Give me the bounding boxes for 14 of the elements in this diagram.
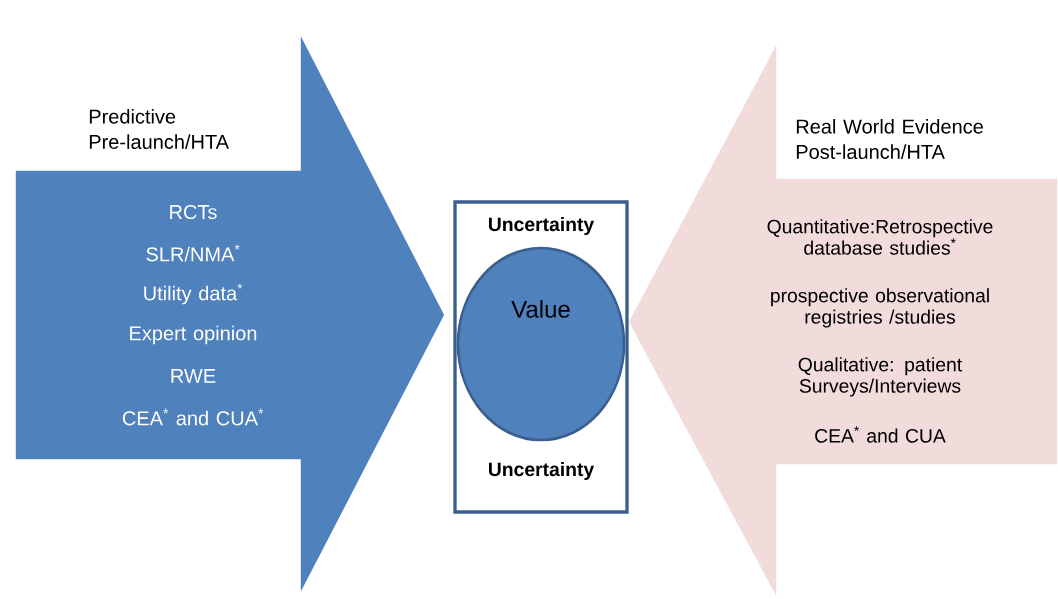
list-item: CEA$^{*}$ and CUA$^{*}$ [122,408,264,426]
list-item: RWE [171,369,216,383]
list-item: Qualitative: patient Surveys/Interviews [798,357,963,397]
uncertainty-label: Uncertainty [489,217,595,235]
list-item: SLR/NMA$^{*}$ [146,244,240,262]
uncertainty-label: Uncertainty [489,462,595,480]
heading: Real World Evidence Post-launch/HTA [796,119,983,159]
list-item: Utility data$^{*}$ [144,283,243,305]
heading: Predictive Pre-launch/HTA [89,109,229,149]
list-item: prospective observational registries /studies [771,288,989,328]
list-item: CEA$^{*}$ and CUA [815,426,946,443]
list-item: Expert opinion [130,325,257,345]
list-item: Quantitative:Retrospective database studies$^{*}$ [767,219,993,255]
list-item: RCTs [170,204,217,220]
